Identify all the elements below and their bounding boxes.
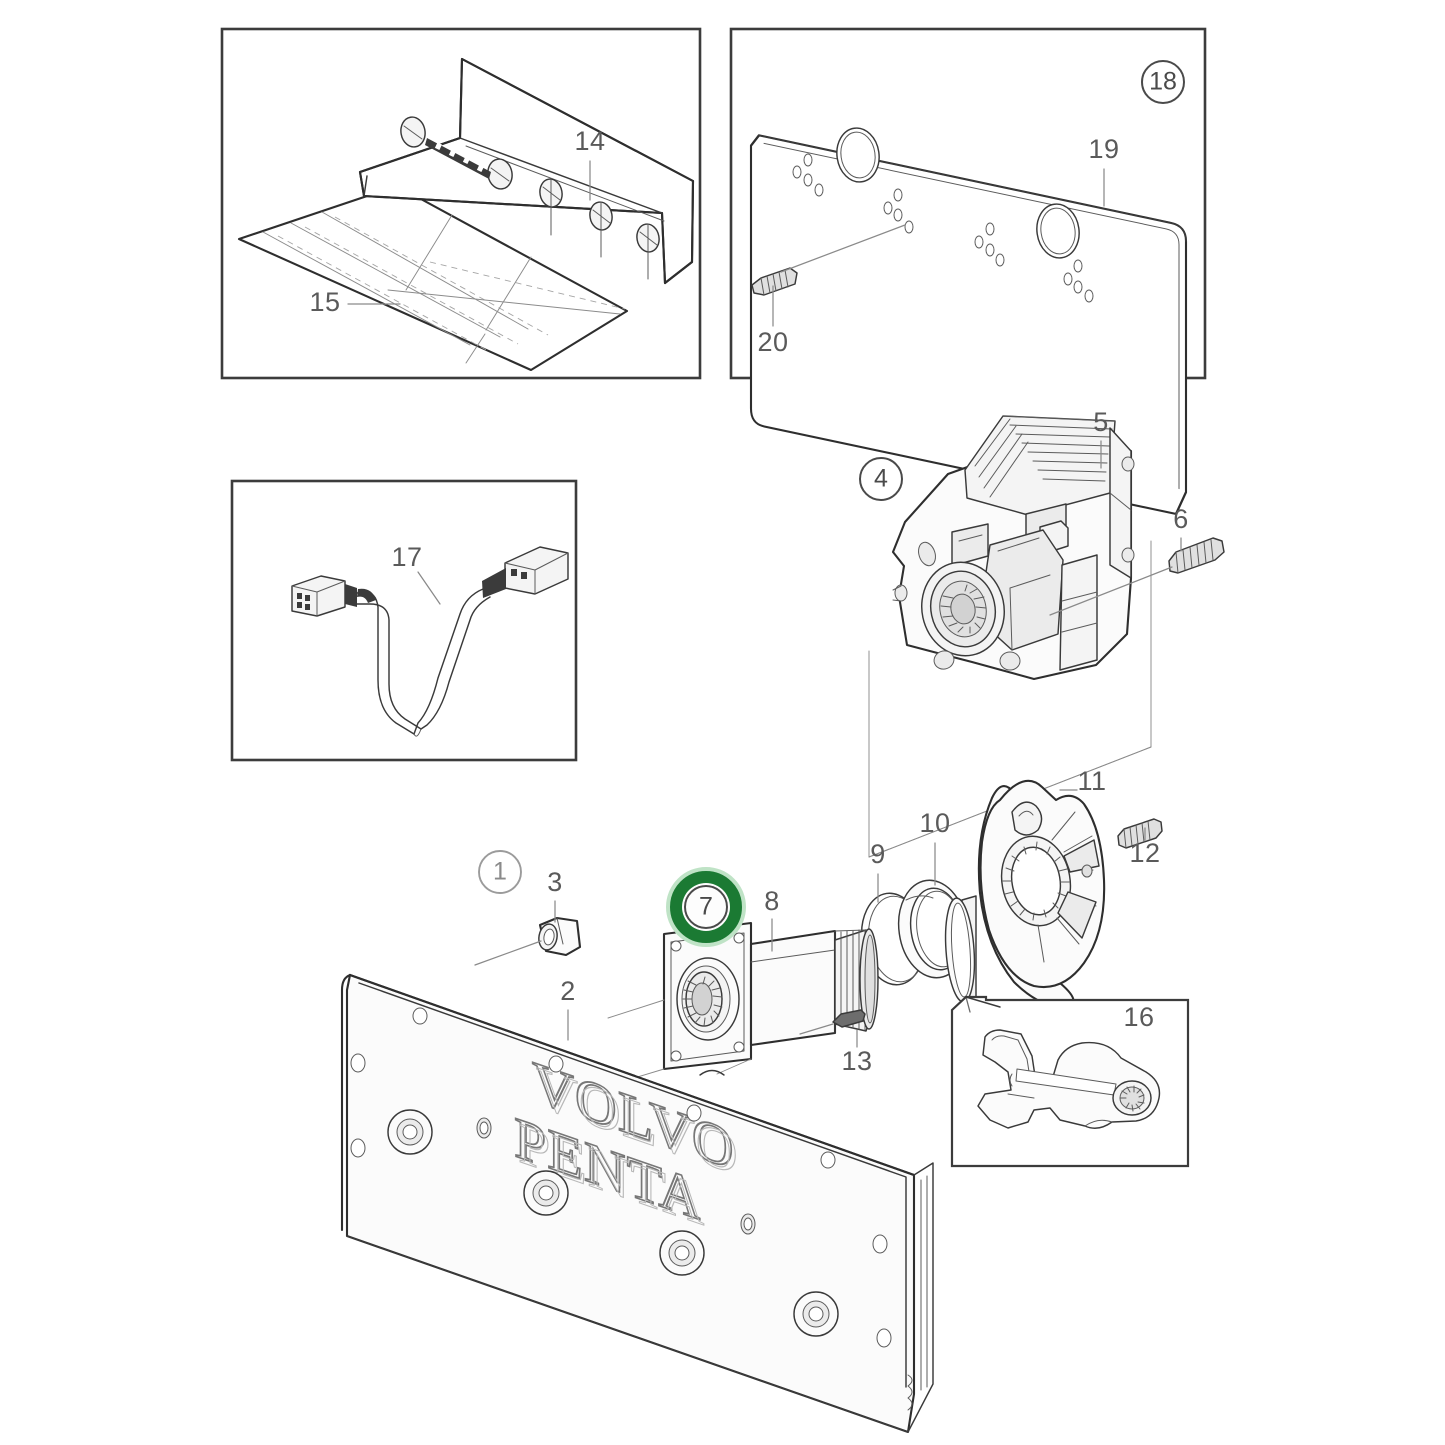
coupler-splines [682,976,723,1027]
bolt-hole-cluster-right [1063,259,1094,303]
callout-3: 3 [547,867,563,897]
bushing-3 [538,916,582,957]
callout-14: 14 [574,126,605,156]
harness-cable-17 [291,546,569,737]
callout-9: 9 [870,839,886,869]
rail-screws [400,116,513,190]
wrench-tool-16 [977,1029,1161,1129]
bolt-20 [751,267,798,296]
boss-3 [659,1230,705,1276]
motor-assembly [607,918,879,1086]
callout-labels: 14 15 19 20 17 5 6 11 10 9 12 3 8 2 13 1… [309,126,1188,1076]
callout-18-label: 18 [1149,68,1177,96]
callout-20: 20 [757,327,788,357]
mounting-rail-14 [358,57,695,285]
callout-11: 11 [1077,766,1106,796]
motor-barrel-8 [749,928,879,1047]
boss-1 [387,1109,433,1155]
retaining-collar [944,895,977,1005]
leader-17 [417,571,441,605]
leader-3-pointer [474,940,542,966]
callout-17: 17 [391,542,422,572]
spline-teeth [940,584,987,634]
bore-splines [1002,841,1070,921]
harness-right-pins [511,569,527,579]
callout-5: 5 [1093,407,1109,437]
rail-bolts [539,178,660,280]
panel-rail-and-gasket [220,27,702,380]
callout-4-label: 4 [874,465,888,493]
bolt-6 [1168,537,1225,574]
cooling-fins [974,415,1116,498]
callout-highlight-7[interactable]: 7 [666,867,746,947]
leader-20-pointer [780,224,906,273]
leader-6-pointer [1049,566,1173,616]
panel-transom-plate: 18 [729,27,1207,516]
callout-16: 16 [1123,1002,1154,1032]
end-plate-assembly [977,779,1163,1010]
base-plate-2: VOLVO VOLVO PENTA PENTA [340,973,934,1434]
panel-wrench-tool [950,995,1190,1168]
harness-left-pins [297,593,310,610]
callout-circle-18 [1141,60,1185,104]
callout-15: 15 [309,287,340,317]
gear-housing-4 [891,415,1135,681]
leader-16-pointer [965,996,971,1013]
bolt-hole-cluster-mid2 [974,222,1005,267]
callout-2: 2 [560,976,576,1006]
projection-flange-to-plate [607,999,665,1019]
power-unit-assembly: 4 [859,415,1225,858]
callout-circle-4 [859,457,903,501]
callout-13: 13 [841,1046,872,1076]
panel-border-harness [230,479,578,762]
boss-4 [793,1291,839,1337]
panel-wiring-harness [230,479,578,762]
boss-2 [523,1170,569,1216]
callout-circle-1 [478,850,522,894]
box-end-splines [1119,1085,1145,1112]
bolt-hole-cluster-mid [883,188,914,234]
end-plate-11 [977,779,1106,1010]
bolt-hole-cluster-left [792,153,824,197]
callout-6: 6 [1173,504,1189,534]
gasket-sheet-15 [237,184,629,372]
motor-flange-7 [662,921,753,1071]
plate-holes [350,1007,892,1348]
callout-19: 19 [1088,134,1119,164]
callout-7-label: 7 [699,893,713,921]
callout-1-label: 1 [493,858,507,886]
callout-10: 10 [919,808,950,838]
callout-8: 8 [764,886,780,916]
bolt-12 [1117,818,1163,849]
leader-13-pointer [799,1023,834,1035]
callout-12: 12 [1129,838,1160,868]
pin-13 [832,1009,866,1028]
